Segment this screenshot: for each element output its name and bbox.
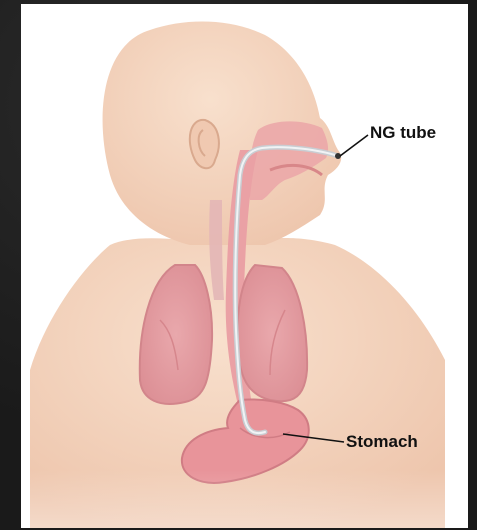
ng-tube-leader — [340, 135, 368, 156]
stomach-label: Stomach — [346, 432, 418, 452]
ng-tube-label: NG tube — [370, 123, 436, 143]
